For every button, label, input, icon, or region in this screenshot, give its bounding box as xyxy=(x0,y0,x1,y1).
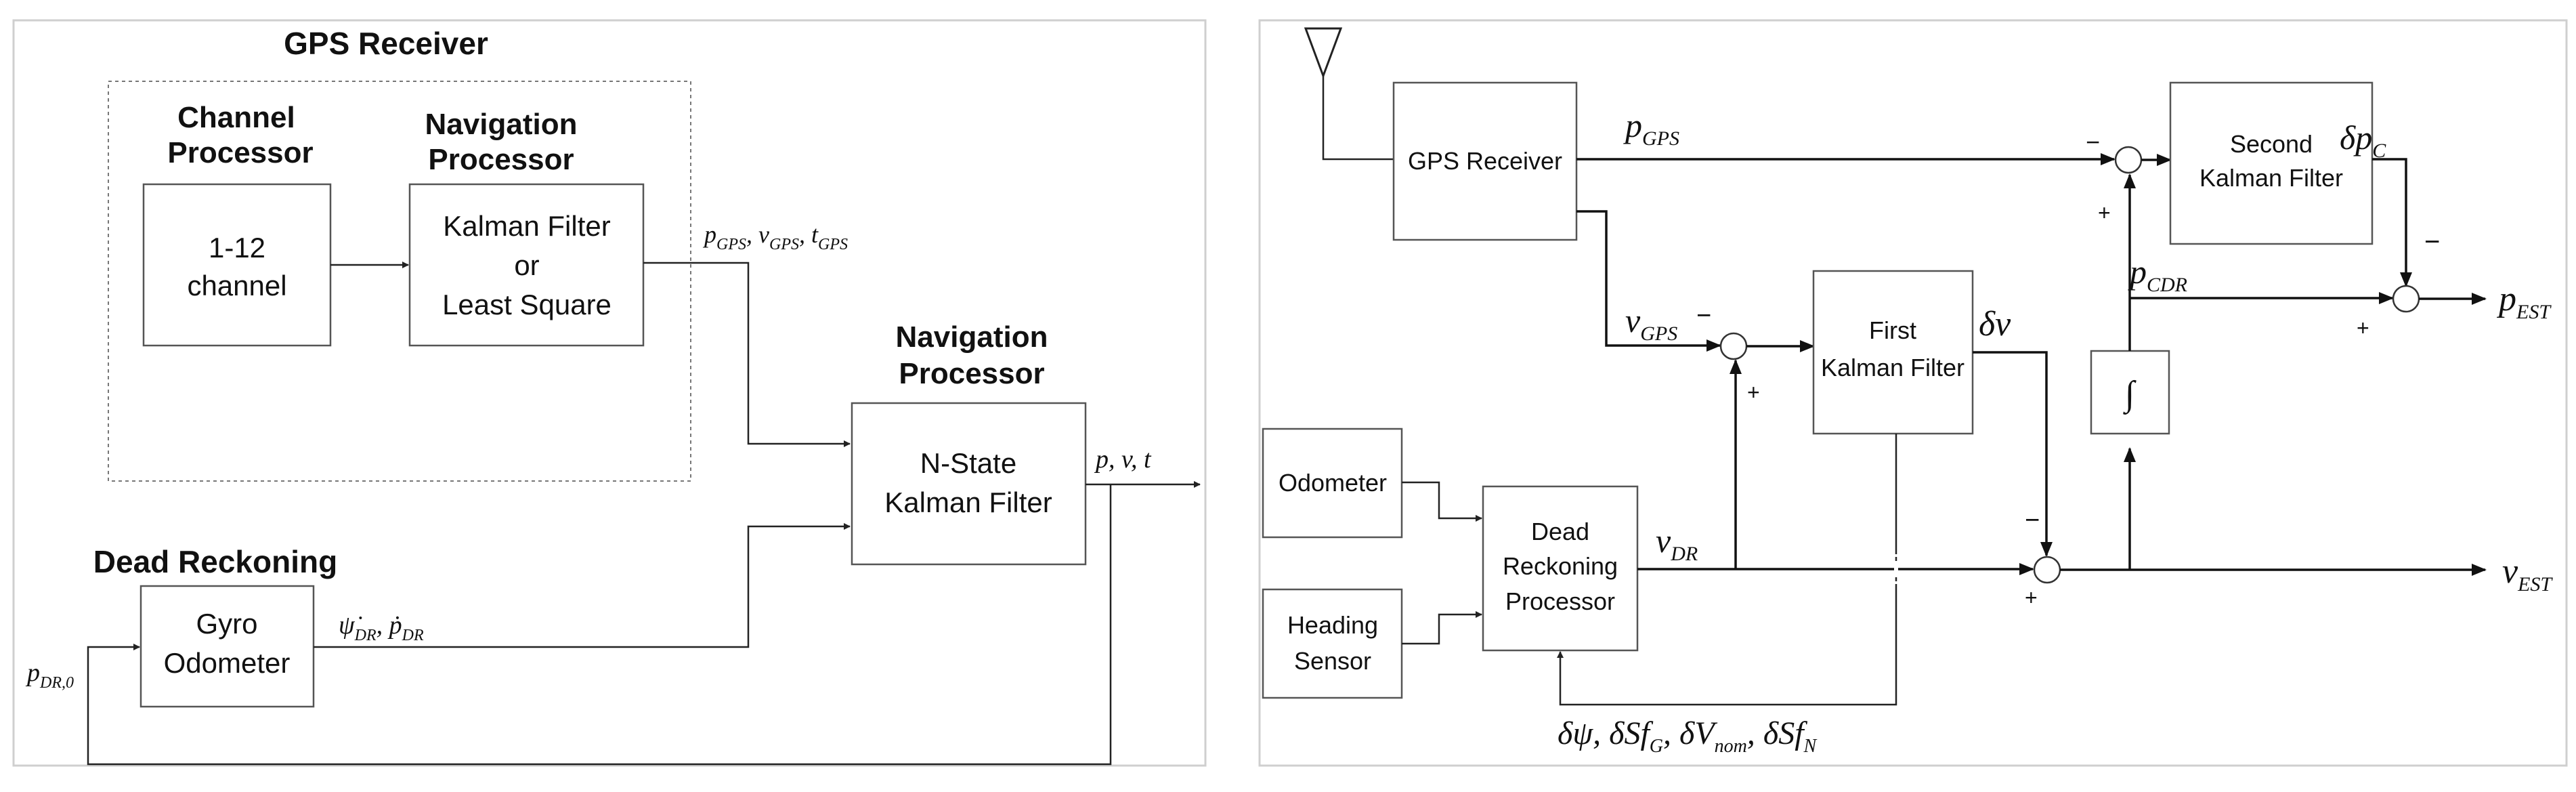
fkf-output-line xyxy=(1973,351,2053,557)
pvt-output-label: p, v, t xyxy=(1094,445,1152,474)
pgps-label: pGPS xyxy=(1623,106,1679,150)
navigation-processor-title-line2: Processor xyxy=(428,143,574,176)
sum1-plus: + xyxy=(2098,201,2111,225)
nav-proc-line1: Kalman Filter xyxy=(443,210,610,242)
antenna-line xyxy=(1322,76,1394,161)
integrator-symbol: ∫ xyxy=(2123,375,2137,415)
channel-processor-block xyxy=(142,183,332,347)
vest-label: vEST xyxy=(2502,552,2553,596)
sum4-minus: − xyxy=(2025,506,2040,535)
first-kf-line1: First xyxy=(1869,316,1916,344)
dr-proc-line3: Processor xyxy=(1505,587,1615,615)
nstate-title-line2: Processor xyxy=(899,357,1044,390)
pdr0-label: pDR,0 xyxy=(25,659,74,692)
first-kf-line2: Kalman Filter xyxy=(1821,354,1965,381)
channel-processor-title: Channel Processor xyxy=(167,101,313,169)
pcdr-label: pCDR xyxy=(2128,253,2187,296)
second-kf-line1: Second xyxy=(2230,130,2313,158)
sum-junction-vel xyxy=(1719,332,1748,360)
dr-proc-line1: Dead xyxy=(1531,518,1589,545)
sum-junction-vdr xyxy=(2033,556,2061,584)
gps-outputs-label: pGPS, vGPS, tGPS xyxy=(702,221,848,253)
vgps-label: vGPS xyxy=(1625,301,1677,345)
gps-receiver-title: GPS Receiver xyxy=(284,26,488,61)
odometer-label: Odometer xyxy=(164,647,291,679)
odometer-to-dr-arrow xyxy=(1402,481,1482,522)
nstate-kf-block xyxy=(851,402,1087,566)
dr-proc-line2: Reckoning xyxy=(1503,552,1618,580)
second-kf-block xyxy=(2169,81,2374,245)
heading-sensor-block xyxy=(1262,588,1403,699)
navigation-processor-block xyxy=(408,183,645,347)
antenna-icon xyxy=(1304,27,1343,79)
nstate-line2: Kalman Filter xyxy=(884,486,1052,518)
sum3-minus: − xyxy=(2424,227,2440,257)
heading-to-dr-arrow xyxy=(1402,611,1482,645)
gyro-odometer-block xyxy=(139,585,315,708)
gps-receiver-group xyxy=(108,81,691,482)
sum3-plus: + xyxy=(2357,316,2369,340)
nstate-title-line1: Navigation xyxy=(896,320,1048,354)
channel-processor-title-line2: Processor xyxy=(167,136,313,169)
channel-processor-title-text: Channel xyxy=(177,101,295,134)
skf-output-line xyxy=(2372,158,2412,287)
odometer-label-right: Odometer xyxy=(1279,469,1387,497)
gyro-label: Gyro xyxy=(196,608,257,640)
sum-junction-pos xyxy=(2114,146,2143,174)
nav-proc-line2: or xyxy=(514,249,539,281)
sum2-plus: + xyxy=(1747,380,1760,404)
integrator-block xyxy=(2090,350,2170,435)
sum1-minus: − xyxy=(2086,128,2100,156)
delta-v-label: δv xyxy=(1979,305,2011,343)
vdr-label: vDR xyxy=(1656,522,1698,565)
dr-to-nstate-arrow xyxy=(314,523,851,648)
sensor-label: Sensor xyxy=(1294,647,1371,675)
nstate-line1: N-State xyxy=(920,447,1016,479)
navigation-processor-title-line1: Navigation xyxy=(425,108,578,141)
pest-label: pEST xyxy=(2496,280,2552,323)
vgps-line xyxy=(1576,210,1721,352)
channel-processor-line2: channel xyxy=(187,270,286,301)
gps-receiver-label: GPS Receiver xyxy=(1408,147,1562,175)
gps-to-nstate-arrow xyxy=(643,262,851,447)
nav-proc-line3: Least Square xyxy=(442,289,611,320)
dead-reckoning-title: Dead Reckoning xyxy=(93,544,337,579)
sum-junction-pest xyxy=(2392,285,2420,313)
sum2-minus: − xyxy=(1696,301,1711,330)
dr-outputs-label: ψ̇DR, ṗDR xyxy=(339,611,424,644)
first-kf-block xyxy=(1812,270,1974,435)
sum4-plus: + xyxy=(2025,585,2038,610)
error-states-label: δψ, δSfG, δVnom, δSfN xyxy=(1558,715,1818,757)
delta-pc-label: δpC xyxy=(2340,119,2386,162)
dr-processor-block xyxy=(1482,485,1639,652)
feedback-arrow xyxy=(87,484,1112,766)
channel-processor-line1: 1-12 xyxy=(209,232,265,264)
gps-receiver-block xyxy=(1392,81,1578,241)
odometer-block xyxy=(1262,428,1403,539)
heading-label: Heading xyxy=(1287,611,1378,639)
second-kf-line2: Kalman Filter xyxy=(2199,164,2343,192)
